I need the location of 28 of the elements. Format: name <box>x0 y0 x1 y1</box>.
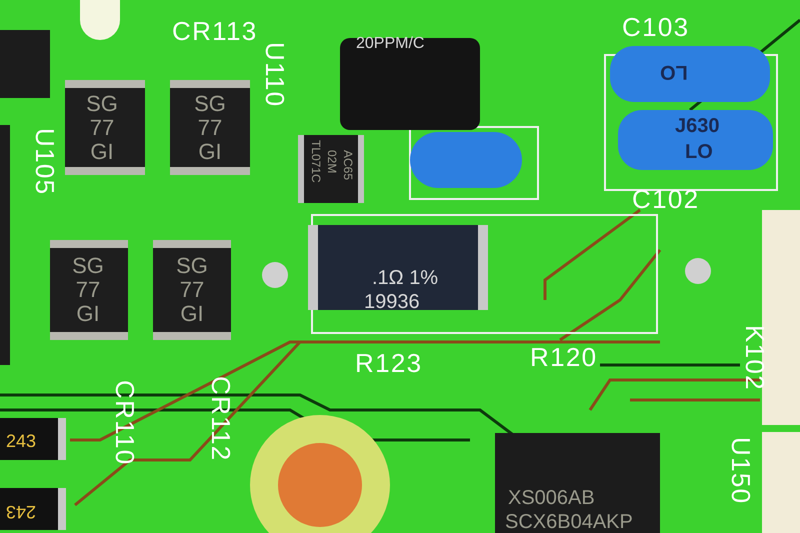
silkscreen-label: K102 <box>742 325 768 391</box>
component-marking: 243 <box>6 503 36 521</box>
component-marking: 19936 <box>364 292 420 312</box>
component-marking: TL071C <box>310 140 322 183</box>
silkscreen-label: C103 <box>622 14 690 40</box>
component-marking: J630 <box>675 116 720 136</box>
silkscreen-label: CR113 <box>172 18 258 44</box>
silkscreen-label: CR110 <box>112 380 138 466</box>
silkscreen-label: R123 <box>355 350 422 376</box>
component-marking: SG 77 GI <box>175 254 209 326</box>
silkscreen-label: CR112 <box>208 376 234 462</box>
silkscreen-label: U110 <box>262 42 288 108</box>
silkscreen-label: R120 <box>530 344 598 370</box>
component-marking: SG 77 GI <box>85 92 119 164</box>
component-marking: SCX6B04AKP <box>505 512 633 532</box>
component-marking: 02M <box>326 150 338 174</box>
component-marking: 243 <box>6 432 36 450</box>
component-marking: 20PPM/C <box>356 36 424 52</box>
component-marking: LO <box>660 62 688 82</box>
component-marking: LO <box>685 142 713 162</box>
component-marking: .1Ω 1% <box>372 268 438 288</box>
silkscreen-label: U150 <box>728 437 754 504</box>
component-marking: AC65 <box>342 150 354 180</box>
silkscreen-label: C102 <box>632 186 700 212</box>
component-marking: SG 77 GI <box>71 254 105 326</box>
silkscreen-label: U105 <box>32 128 58 196</box>
component-marking: SG 77 GI <box>193 92 227 164</box>
component-marking: XS006AB <box>508 488 595 508</box>
